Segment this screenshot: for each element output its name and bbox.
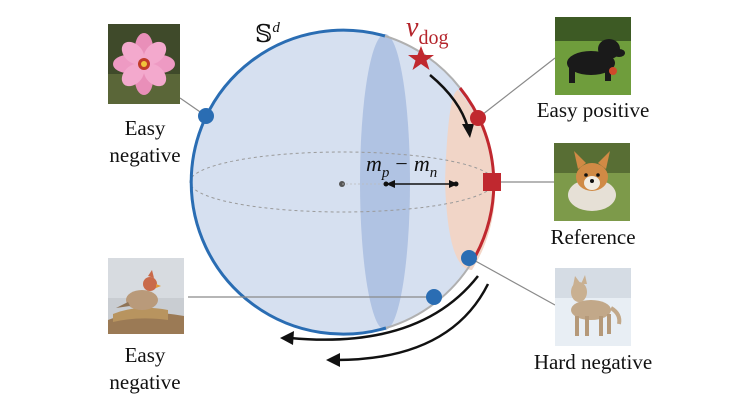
sphere-outline-blue — [189, 28, 387, 336]
anchor-star-icon — [408, 46, 434, 70]
push-arrow-outer — [289, 275, 479, 341]
corgi-photo — [554, 143, 630, 221]
push-arrow-inner — [335, 283, 490, 362]
margin-dot-left — [383, 181, 389, 187]
connector-hard-negative — [469, 257, 556, 306]
reference-point — [483, 173, 501, 191]
dimension-label: 𝕊d — [255, 20, 280, 48]
anchor-label: vdog — [406, 12, 448, 49]
positive-cap-region — [445, 90, 496, 270]
margin-arrowhead-left — [386, 180, 395, 188]
hard-negative-point — [461, 250, 477, 266]
label-easy-negative-flower: Easy negative — [109, 116, 181, 167]
pull-arrow-top — [429, 74, 470, 129]
black-dog-photo — [555, 17, 631, 95]
label-easy-positive: Easy positive — [536, 98, 650, 122]
margin-label: mp−mn — [366, 151, 437, 181]
label-reference: Reference — [550, 225, 636, 249]
easy-negative-point-flower — [198, 108, 214, 124]
easy-positive-point — [470, 110, 486, 126]
push-arrowhead-inner — [326, 353, 340, 367]
label-hard-negative: Hard negative — [533, 350, 653, 374]
push-arrowhead-outer — [280, 331, 294, 345]
margin-dot-right — [453, 181, 459, 187]
label-easy-negative-bird: Easy negative — [109, 343, 181, 394]
pull-arrowhead-top — [462, 124, 474, 138]
easy-negative-point-bird — [426, 289, 442, 305]
wolf-photo — [555, 268, 631, 346]
connector-easy-positive — [477, 57, 556, 119]
pink-flower-photo — [108, 24, 180, 104]
bird-photo — [108, 258, 184, 334]
